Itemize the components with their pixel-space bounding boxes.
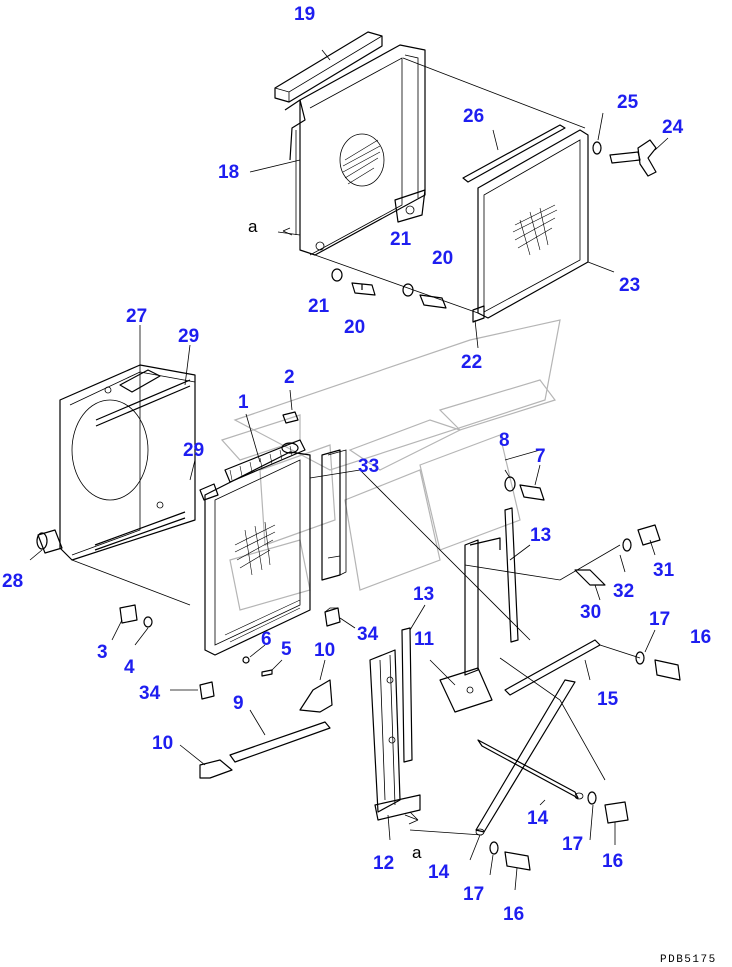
callout-27: 27 xyxy=(126,306,147,327)
rod-14-upper xyxy=(477,739,584,800)
callout-9: 9 xyxy=(233,693,244,714)
seal-bar-19 xyxy=(274,31,383,103)
block-34-lower xyxy=(199,681,215,700)
ring-6 xyxy=(242,656,250,664)
callout-28: 28 xyxy=(2,571,23,592)
callout-20b: 20 xyxy=(344,317,365,338)
bolt-16-right xyxy=(654,659,681,681)
callout-31: 31 xyxy=(653,560,675,581)
callout-10b: 10 xyxy=(152,733,173,754)
callout-14a: 14 xyxy=(428,862,450,883)
callout-18: 18 xyxy=(218,162,239,183)
radiator-cap-2 xyxy=(282,411,299,424)
rod-15 xyxy=(504,639,601,696)
callout-23: 23 xyxy=(619,275,640,296)
callout-34a: 34 xyxy=(357,624,379,645)
document-id: PDB5175 xyxy=(660,954,717,966)
washer-21-left xyxy=(331,268,343,282)
bolt-20-right xyxy=(419,294,447,309)
washer-32 xyxy=(622,538,632,552)
radiator xyxy=(199,439,311,656)
rod-14-lower xyxy=(475,679,576,836)
washer-17-bottom xyxy=(489,841,499,855)
callout-29a: 29 xyxy=(178,326,199,347)
callout-16c: 16 xyxy=(503,904,524,925)
callout-8: 8 xyxy=(499,430,510,451)
seal-33 xyxy=(321,449,347,581)
wing-bolt-24 xyxy=(609,139,657,177)
callout-16a: 16 xyxy=(690,627,711,648)
callout-32: 32 xyxy=(613,581,634,602)
callout-21b: 21 xyxy=(308,296,330,317)
callout-13b: 13 xyxy=(530,525,551,546)
bracket-10-upper xyxy=(299,679,333,713)
callout-14b: 14 xyxy=(527,808,549,829)
callout-20a: 20 xyxy=(432,248,453,269)
bolt-16-middle xyxy=(604,801,629,824)
callout-6: 6 xyxy=(261,629,272,650)
callout-17a: 17 xyxy=(649,609,670,630)
bolt-20-left xyxy=(351,282,376,296)
callout-5: 5 xyxy=(281,639,292,660)
callout-17c: 17 xyxy=(463,884,484,905)
seal-strip-22 xyxy=(472,305,485,323)
washer-17-right xyxy=(635,651,645,665)
bracket-10-lower xyxy=(199,759,233,779)
block-34-upper xyxy=(324,607,341,627)
washer-8 xyxy=(504,476,516,492)
bolt-16-bottom xyxy=(504,851,531,871)
fan-shroud xyxy=(59,364,196,561)
callout-17b: 17 xyxy=(562,834,583,855)
watermark-logo xyxy=(220,319,561,611)
callout-30: 30 xyxy=(580,602,601,623)
plate-30 xyxy=(574,569,606,586)
callout-21a: 21 xyxy=(390,229,412,250)
stay-12 xyxy=(369,649,421,821)
bolt-31 xyxy=(637,524,661,546)
callout-4: 4 xyxy=(124,657,135,678)
callout-16b: 16 xyxy=(602,851,623,872)
callout-24: 24 xyxy=(662,117,684,138)
callout-29b: 29 xyxy=(183,440,204,461)
screen-frame-23 xyxy=(477,129,589,319)
o-ring-4 xyxy=(143,616,153,628)
callout-34b: 34 xyxy=(139,683,161,704)
callouts: 19 18 26 25 24 21 20 21 20 23 22 27 29 2… xyxy=(2,4,711,925)
seal-strip-26 xyxy=(462,124,566,183)
callout-22: 22 xyxy=(461,352,482,373)
bolt-28 xyxy=(36,529,63,554)
view-marker-upper: a xyxy=(248,217,258,236)
view-marker-lower: a xyxy=(412,843,422,862)
callout-26: 26 xyxy=(463,106,484,127)
callout-1: 1 xyxy=(238,392,249,413)
callout-11: 11 xyxy=(414,629,435,650)
oil-cooler xyxy=(284,44,426,256)
callout-7: 7 xyxy=(535,446,546,467)
callout-25: 25 xyxy=(617,92,639,113)
stay-11 xyxy=(439,537,501,713)
callout-19: 19 xyxy=(294,4,315,25)
bar-9 xyxy=(229,721,331,763)
bolt-7 xyxy=(519,484,545,501)
washer-21-right xyxy=(402,283,414,297)
callout-13a: 13 xyxy=(413,584,434,605)
callout-12: 12 xyxy=(373,853,394,874)
callout-33: 33 xyxy=(358,456,379,477)
washer-25 xyxy=(592,141,602,155)
rod-13-left xyxy=(401,627,413,763)
rod-13-right xyxy=(504,507,519,643)
callout-2: 2 xyxy=(284,367,295,388)
drain-cock-3 xyxy=(119,604,138,624)
washer-17-middle xyxy=(587,791,597,805)
callout-3: 3 xyxy=(97,642,108,663)
callout-15: 15 xyxy=(597,689,619,710)
callout-10a: 10 xyxy=(314,640,335,661)
pin-5 xyxy=(261,669,273,677)
